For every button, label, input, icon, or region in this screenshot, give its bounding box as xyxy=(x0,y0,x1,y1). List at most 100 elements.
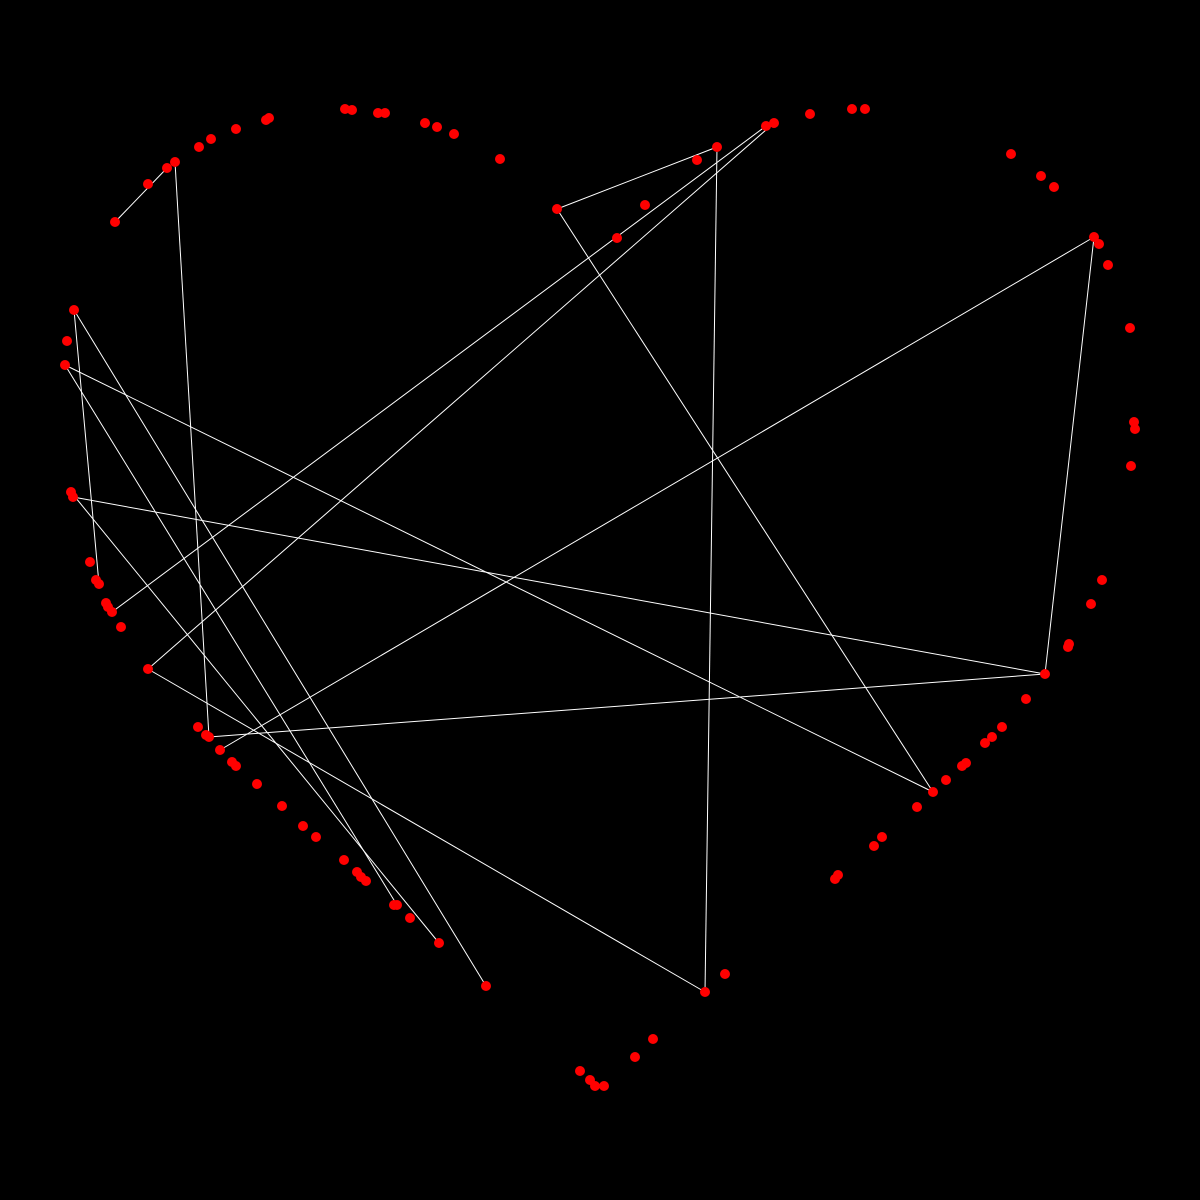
graph-node xyxy=(449,129,459,139)
graph-node xyxy=(1036,171,1046,181)
edge-line xyxy=(1044,236,1095,675)
graph-node xyxy=(692,155,702,165)
graph-node xyxy=(85,557,95,567)
graph-node xyxy=(590,1081,600,1091)
edge-line xyxy=(73,309,100,585)
graph-node xyxy=(143,664,153,674)
graph-node xyxy=(352,867,362,877)
edge-line xyxy=(73,309,487,987)
graph-node xyxy=(761,121,771,131)
graph-node xyxy=(1125,323,1135,333)
graph-node xyxy=(432,122,442,132)
graph-node xyxy=(311,832,321,842)
graph-node xyxy=(1063,642,1073,652)
graph-node xyxy=(420,118,430,128)
graph-node xyxy=(1126,461,1136,471)
graph-node xyxy=(389,900,399,910)
edge-line xyxy=(147,668,706,993)
graph-node xyxy=(162,163,172,173)
graph-node xyxy=(700,987,710,997)
graph-node xyxy=(252,779,262,789)
graph-node xyxy=(552,204,562,214)
graph-node xyxy=(143,179,153,189)
graph-node xyxy=(60,360,70,370)
edge-line xyxy=(64,364,398,906)
graph-node xyxy=(805,109,815,119)
graph-node xyxy=(101,598,111,608)
edge-line xyxy=(64,364,934,793)
graph-node xyxy=(91,575,101,585)
graph-node xyxy=(434,938,444,948)
graph-node xyxy=(630,1052,640,1062)
graph-node xyxy=(193,722,203,732)
graph-node xyxy=(1021,694,1031,704)
graph-node xyxy=(227,757,237,767)
graph-node xyxy=(481,981,491,991)
graph-node xyxy=(957,761,967,771)
graph-node xyxy=(339,855,349,865)
graph-node xyxy=(648,1034,658,1044)
graph-node xyxy=(373,108,383,118)
graph-node xyxy=(215,745,225,755)
graph-node xyxy=(987,732,997,742)
edge-line xyxy=(219,236,1095,751)
edge-line xyxy=(174,161,210,738)
graph-node xyxy=(640,200,650,210)
graph-node xyxy=(830,874,840,884)
graph-node xyxy=(116,622,126,632)
graph-node xyxy=(1103,260,1113,270)
edge-line xyxy=(556,146,718,210)
graph-node xyxy=(1006,149,1016,159)
edge-line xyxy=(208,673,1046,738)
graph-node xyxy=(720,969,730,979)
graph-node xyxy=(712,142,722,152)
graph-node xyxy=(1089,232,1099,242)
graph-node xyxy=(980,738,990,748)
edges-group xyxy=(64,122,1095,993)
graph-node xyxy=(194,142,204,152)
graph-node xyxy=(231,124,241,134)
edge-line xyxy=(556,208,934,793)
graph-node xyxy=(1086,599,1096,609)
graph-node xyxy=(769,118,779,128)
graph-node xyxy=(860,104,870,114)
graph-node xyxy=(201,730,211,740)
graph-node xyxy=(495,154,505,164)
edge-line xyxy=(704,146,718,993)
graph-node xyxy=(1049,182,1059,192)
graph-node xyxy=(380,108,390,118)
graph-node xyxy=(912,802,922,812)
edge-line xyxy=(147,122,775,670)
graph-node xyxy=(869,841,879,851)
graph-node xyxy=(847,104,857,114)
edge-line xyxy=(70,491,440,944)
graph-node xyxy=(206,134,216,144)
graph-node xyxy=(264,113,274,123)
edge-line xyxy=(111,125,767,613)
graph-node xyxy=(347,105,357,115)
graph-node xyxy=(298,821,308,831)
graph-node xyxy=(110,217,120,227)
graph-node xyxy=(599,1081,609,1091)
graph-node xyxy=(928,787,938,797)
nodes-group xyxy=(60,104,1140,1091)
edge-line xyxy=(114,167,168,223)
graph-node xyxy=(941,775,951,785)
graph-node xyxy=(997,722,1007,732)
graph-node xyxy=(405,913,415,923)
graph-node xyxy=(877,832,887,842)
edge-line xyxy=(72,496,1046,675)
graph-node xyxy=(62,336,72,346)
graph-node xyxy=(69,305,79,315)
graph-node xyxy=(575,1066,585,1076)
graph-node xyxy=(1130,424,1140,434)
graph-node xyxy=(1094,239,1104,249)
graph-node xyxy=(277,801,287,811)
graph-node xyxy=(612,233,622,243)
graph-node xyxy=(170,157,180,167)
graph-node xyxy=(66,487,76,497)
graph-node xyxy=(1040,669,1050,679)
